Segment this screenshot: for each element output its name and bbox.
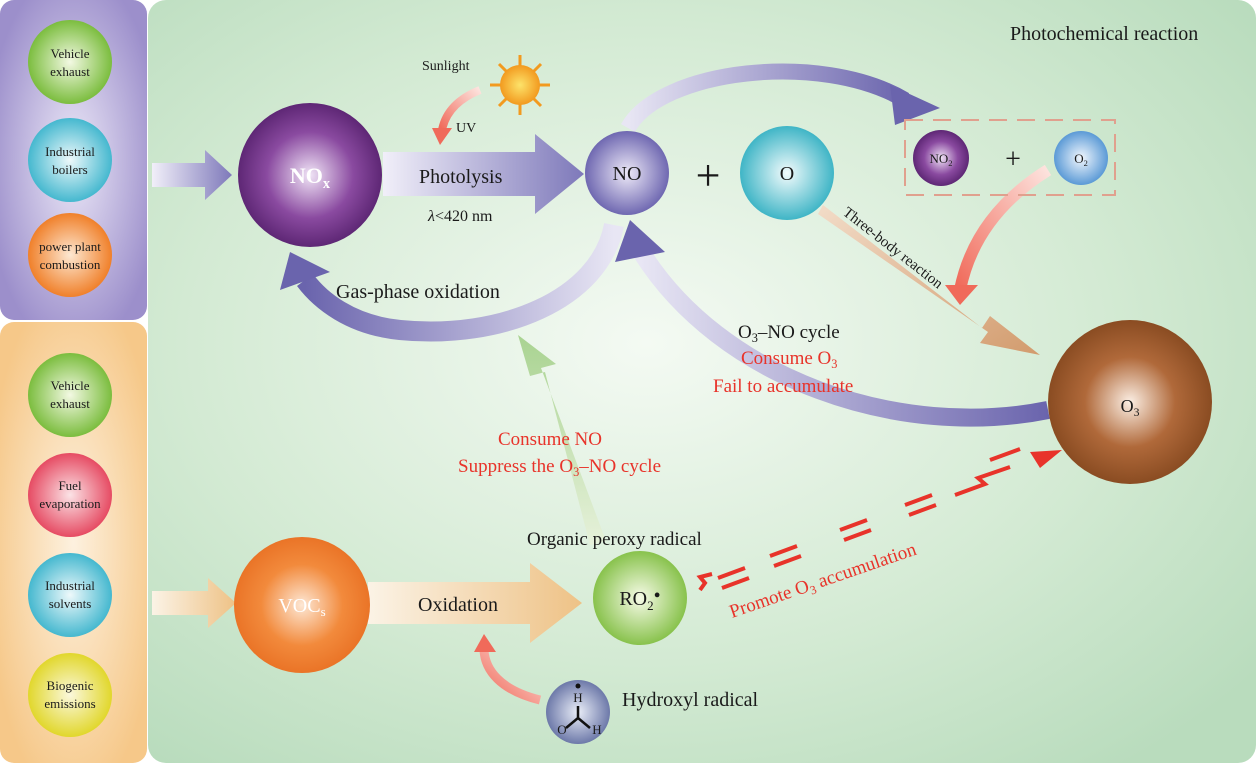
promote-o3-dashed-arrow [696, 447, 1021, 592]
gas-phase-oxidation-arrowhead [280, 252, 330, 290]
svg-text:Vehicle: Vehicle [51, 378, 90, 393]
no2-molecule: NO2 [913, 130, 969, 186]
uv-arrowhead [432, 128, 452, 145]
oxidation-label: Oxidation [418, 594, 498, 616]
consume-o3-label: Consume O3 [741, 348, 837, 371]
svg-text:NO2: NO2 [930, 151, 953, 168]
svg-text:NOx: NOx [290, 163, 331, 192]
three-body-arrow [818, 205, 1040, 355]
o3-molecule: O3 [1048, 320, 1212, 484]
uv-arrow [438, 86, 482, 131]
panel-title: Photochemical reaction [1010, 23, 1198, 45]
svg-text:exhaust: exhaust [50, 64, 90, 79]
svg-text:O2: O2 [1074, 151, 1088, 168]
plus-sign-small: + [1005, 144, 1021, 175]
svg-text:Vehicle: Vehicle [51, 46, 90, 61]
o2-to-o3-arrow [954, 164, 1052, 292]
o3-no-cycle-label: O3–NO cycle [738, 322, 840, 345]
nox-molecule: NOx [238, 103, 382, 247]
ro2-to-no-arrow [518, 335, 606, 545]
gas-phase-oxidation-arrow [297, 222, 624, 342]
suppress-cycle-label: Suppress the O3–NO cycle [458, 456, 661, 479]
promote-arrowhead [1030, 450, 1062, 468]
hydroxyl-arrowhead [474, 634, 496, 652]
hydroxyl-radical-icon: H O H [546, 680, 610, 744]
voc-source-fuel-evaporation: Fuel evaporation [28, 453, 112, 537]
uv-label: UV [456, 121, 476, 136]
gas-phase-oxidation-label: Gas-phase oxidation [336, 281, 500, 303]
voc-sources-panel [0, 322, 147, 763]
vocs-molecule: VOCs [234, 537, 370, 673]
photolysis-label: Photolysis [419, 166, 503, 188]
voc-input-arrow [152, 578, 236, 628]
o2-molecule: O2 [1054, 131, 1108, 185]
voc-source-vehicle-exhaust: Vehicle exhaust [28, 353, 112, 437]
sunlight-label: Sunlight [422, 59, 470, 74]
svg-text:NO: NO [613, 163, 642, 185]
svg-text:combustion: combustion [40, 257, 101, 272]
svg-text:solvents: solvents [49, 596, 92, 611]
products-box [904, 119, 1116, 196]
voc-source-biogenic-emissions: Biogenic emissions [28, 653, 112, 737]
svg-text:Fuel: Fuel [58, 478, 82, 493]
ro2-radical: RO2• [593, 551, 687, 645]
no-to-no2-arrowhead [890, 85, 940, 125]
organic-peroxy-label: Organic peroxy radical [527, 529, 702, 550]
consume-no-label: Consume NO [498, 429, 602, 450]
nox-input-arrow [152, 150, 232, 200]
nox-source-power-plant: power plant combustion [28, 213, 112, 297]
svg-text:RO2•: RO2• [619, 585, 660, 613]
svg-text:Industrial: Industrial [45, 144, 95, 159]
svg-text:power plant: power plant [39, 239, 101, 254]
plus-sign: + [696, 151, 721, 200]
oxidation-arrow [368, 563, 582, 643]
photolysis-arrow [383, 134, 584, 214]
svg-text:VOCs: VOCs [278, 595, 325, 619]
no-molecule: NO [585, 131, 669, 215]
hydroxyl-label: Hydroxyl radical [622, 689, 759, 711]
svg-text:Biogenic: Biogenic [47, 678, 94, 693]
svg-text:O: O [780, 163, 794, 185]
o-atom: O [740, 126, 834, 220]
svg-text:H: H [573, 690, 582, 705]
voc-source-industrial-solvents: Industrial solvents [28, 553, 112, 637]
nox-source-vehicle-exhaust: Vehicle exhaust [28, 20, 112, 104]
wavelength-label: λ<420 nm [427, 208, 493, 225]
nox-source-industrial-boilers: Industrial boilers [28, 118, 112, 202]
svg-text:O3: O3 [1121, 396, 1140, 419]
svg-text:exhaust: exhaust [50, 396, 90, 411]
svg-text:Industrial: Industrial [45, 578, 95, 593]
svg-text:H: H [592, 722, 601, 737]
o2-to-o3-arrowhead [945, 285, 978, 305]
svg-text:O: O [557, 722, 566, 737]
sun-icon [490, 55, 550, 115]
o3-no-cycle-arrow [632, 245, 1050, 427]
svg-text:evaporation: evaporation [39, 496, 101, 511]
fail-to-accumulate-label: Fail to accumulate [713, 376, 853, 397]
svg-text:emissions: emissions [44, 696, 95, 711]
svg-text:boilers: boilers [52, 162, 87, 177]
no-to-no2-arrow [621, 63, 910, 133]
hydroxyl-arrow [479, 649, 542, 705]
o3-no-cycle-arrowhead [615, 220, 665, 262]
